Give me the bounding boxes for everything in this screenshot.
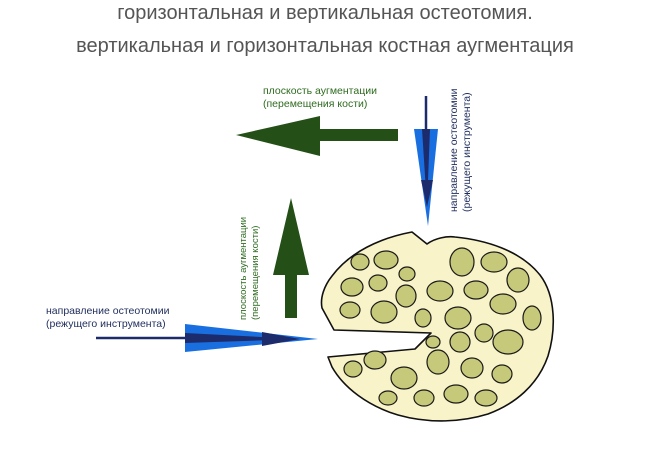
osteotomy-direction-label-vertical-line1: направление остеотомии (448, 88, 460, 212)
augmentation-plane-label-top-line2: (перемещения кости) (263, 98, 368, 110)
vertical-augmentation-arrow (273, 198, 309, 318)
title-line-2: вертикальная и горизонтальная костная ау… (76, 35, 574, 57)
augmentation-plane-label-vertical-line2: (перемещения кости) (250, 225, 261, 320)
augmentation-plane-label-top: плоскость аугментации (перемещения кости… (263, 85, 377, 111)
horizontal-augmentation-arrow (236, 116, 398, 156)
osteotomy-direction-label-vertical-line2: (режущего инструмента) (461, 92, 473, 212)
horizontal-cutting-arrow (96, 324, 318, 352)
augmentation-plane-label-top-line1: плоскость аугментации (263, 85, 377, 97)
osteotomy-direction-label-horizontal-line2: (режущего инструмента) (46, 318, 166, 330)
augmentation-plane-label-vertical: плоскость аугментации (перемещения кости… (238, 217, 262, 320)
osteotomy-direction-label-horizontal: направление остеотомии (режущего инструм… (46, 305, 169, 331)
osteotomy-direction-label-vertical: направление остеотомии (режущего инструм… (448, 89, 474, 212)
bone-cross-section (320, 231, 555, 422)
title-line-1: горизонтальная и вертикальная остеотомия… (117, 2, 533, 24)
vertical-cutting-arrow (414, 96, 438, 226)
augmentation-plane-label-vertical-line1: плоскость аугментации (238, 216, 249, 320)
osteotomy-direction-label-horizontal-line1: направление остеотомии (46, 305, 170, 317)
